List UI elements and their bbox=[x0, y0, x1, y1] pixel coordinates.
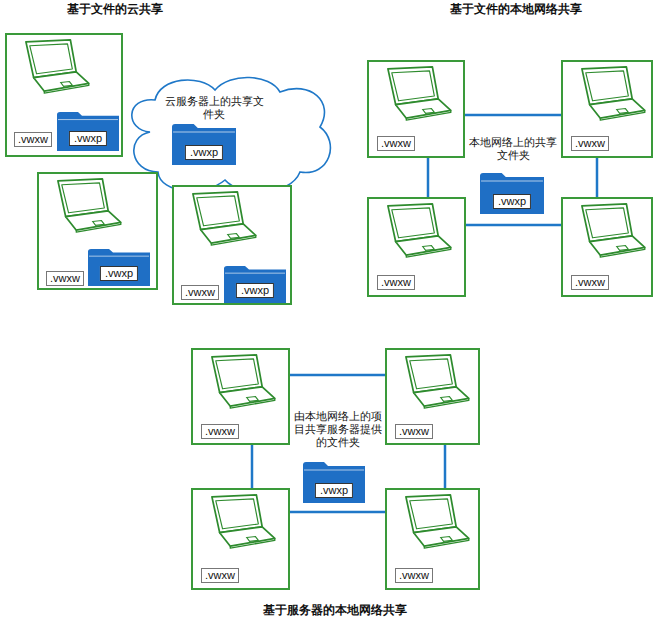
computer-box: .vwxw bbox=[367, 197, 466, 297]
panel-heading: 基于服务器的本地网络共享 bbox=[250, 603, 420, 618]
file-name: .vwxw bbox=[377, 275, 415, 290]
folder-file-name: .vwxp bbox=[315, 483, 353, 498]
file-name: .vwxw bbox=[571, 275, 609, 290]
computer-box: .vwxw .vwxp bbox=[172, 185, 292, 305]
file-name: .vwxw bbox=[571, 136, 609, 151]
folder-file-name: .vwxp bbox=[69, 131, 107, 146]
laptop-icon bbox=[569, 203, 649, 261]
file-name: .vwxw bbox=[395, 424, 433, 439]
network-link bbox=[596, 158, 599, 197]
folder-file-name: .vwxp bbox=[493, 194, 531, 209]
cloud-label: 云服务器上的共享文件夹 bbox=[160, 95, 268, 121]
shared-folder: .vwxp bbox=[172, 123, 236, 165]
folder-file-name: .vwxp bbox=[100, 266, 138, 281]
network-link bbox=[290, 511, 385, 514]
network-link bbox=[290, 374, 385, 377]
folder-file-name: .vwxp bbox=[185, 145, 223, 160]
laptop-icon bbox=[199, 494, 279, 552]
computer-box: .vwxw .vwxp bbox=[5, 33, 123, 157]
shared-folder: .vwxp bbox=[224, 265, 286, 303]
file-name: .vwxw bbox=[395, 568, 433, 583]
network-note: 本地网络上的共享文件夹 bbox=[468, 136, 558, 162]
network-link bbox=[251, 445, 254, 488]
network-link bbox=[465, 114, 561, 117]
laptop-icon bbox=[393, 354, 473, 412]
file-name: .vwxw bbox=[181, 285, 219, 300]
network-link bbox=[444, 445, 447, 488]
laptop-icon bbox=[375, 66, 455, 124]
shared-folder: .vwxp bbox=[57, 111, 119, 151]
laptop-icon bbox=[180, 191, 260, 249]
laptop-icon bbox=[199, 354, 279, 412]
computer-box: .vwxw bbox=[561, 60, 653, 158]
file-name: .vwxw bbox=[14, 132, 52, 147]
laptop-icon bbox=[569, 66, 649, 124]
network-note: 由本地网络上的项目共享服务器提供的文件夹 bbox=[291, 410, 385, 449]
computer-box: .vwxw bbox=[367, 60, 465, 158]
laptop-icon bbox=[375, 203, 455, 261]
computer-box: .vwxw bbox=[561, 197, 653, 297]
computer-box: .vwxw bbox=[191, 488, 290, 590]
file-name: .vwxw bbox=[377, 136, 415, 151]
panel-heading: 基于文件的云共享 bbox=[50, 2, 180, 17]
file-name: .vwxw bbox=[201, 424, 239, 439]
folder-file-name: .vwxp bbox=[236, 283, 274, 298]
laptop-icon bbox=[13, 39, 93, 97]
network-link bbox=[427, 158, 430, 197]
shared-folder: .vwxp bbox=[303, 461, 365, 503]
laptop-icon bbox=[45, 178, 125, 236]
computer-box: .vwxw bbox=[385, 348, 480, 445]
file-name: .vwxw bbox=[201, 568, 239, 583]
laptop-icon bbox=[393, 494, 473, 552]
panel-heading: 基于文件的本地网络共享 bbox=[436, 2, 596, 17]
computer-box: .vwxw bbox=[191, 348, 290, 445]
shared-folder: .vwxp bbox=[88, 248, 150, 286]
computer-box: .vwxw .vwxp bbox=[37, 172, 158, 290]
file-name: .vwxw bbox=[46, 271, 84, 286]
shared-folder: .vwxp bbox=[480, 172, 544, 214]
computer-box: .vwxw bbox=[385, 488, 480, 590]
network-link bbox=[466, 224, 561, 227]
